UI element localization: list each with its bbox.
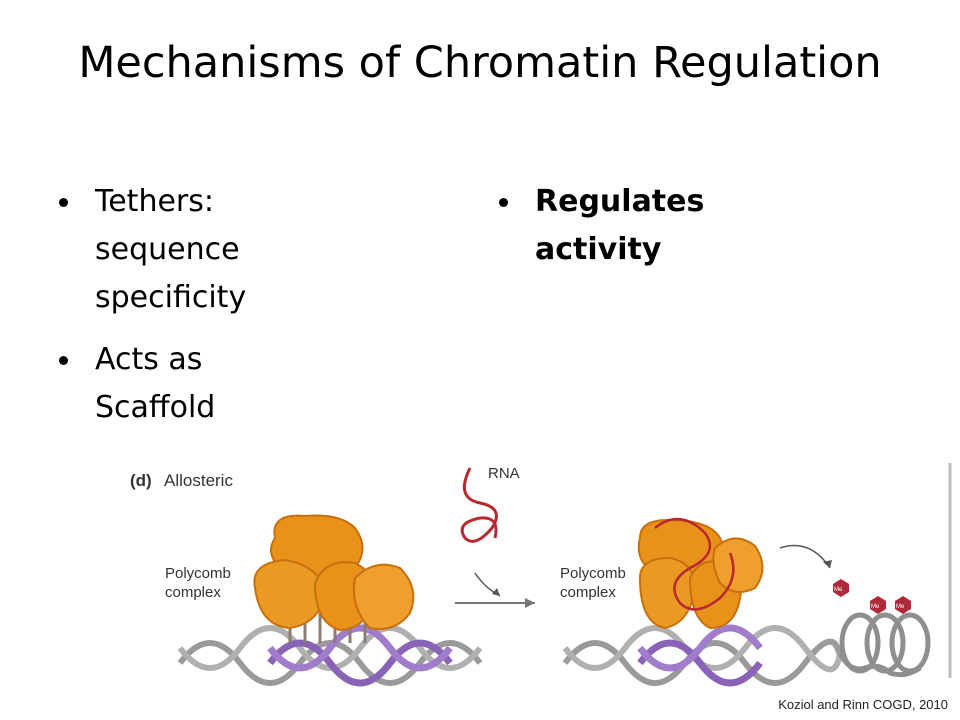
- bullet-text: Acts as: [95, 342, 203, 377]
- slide-title: Mechanisms of Chromatin Regulation: [78, 38, 882, 88]
- bullet-regulates-activity: Regulates activity: [495, 178, 785, 274]
- left-dna-helix: [177, 624, 483, 687]
- methyl-mark: [833, 579, 849, 597]
- right-complex-label: complex: [560, 584, 616, 601]
- allosteric-diagram: (d) Allosteric Polycomb complex: [130, 463, 952, 687]
- right-polycomb-complex: [637, 518, 764, 630]
- allosteric-figure: (d) Allosteric Polycomb complex: [120, 458, 955, 688]
- bullet-scaffold: Acts as Scaffold: [55, 336, 345, 432]
- methyl-mark: [870, 596, 886, 614]
- bullet-tethers: Tethers: sequence specificity: [55, 178, 345, 322]
- bullet-text: specificity: [95, 280, 247, 315]
- bullet-text: Scaffold: [95, 390, 216, 425]
- bullet-dot: [499, 198, 508, 207]
- bullet-text: Regulates: [535, 184, 705, 219]
- methyl-mark-label: Me: [871, 604, 880, 610]
- rna-label: RNA: [488, 465, 520, 482]
- bullet-text: Tethers:: [95, 184, 214, 219]
- nucleosome-coils: [837, 612, 931, 678]
- rna-strand: [460, 467, 498, 543]
- methyl-mark: [895, 596, 911, 614]
- methylation-arrow-head: [823, 560, 832, 568]
- bullet-dot: [59, 198, 68, 207]
- panel-title: Allosteric: [164, 471, 233, 490]
- left-bullet-list: Tethers: sequence specificity Acts as Sc…: [55, 178, 345, 446]
- methyl-marks: Me Me Me: [833, 579, 911, 614]
- methyl-mark-label: Me: [896, 604, 905, 610]
- bullet-text: sequence: [95, 232, 240, 267]
- citation-credit: Koziol and Rinn COGD, 2010: [778, 697, 948, 712]
- methylation-arrow: [779, 544, 831, 569]
- rna-arrow-head: [492, 588, 500, 596]
- right-complex-label: Polycomb: [560, 565, 626, 582]
- left-complex-label: complex: [165, 584, 221, 601]
- right-dna-helix: [562, 624, 843, 687]
- methyl-mark-label: Me: [834, 587, 843, 593]
- bullet-text: activity: [535, 232, 662, 267]
- panel-label: (d): [130, 471, 152, 490]
- left-complex-label: Polycomb: [165, 565, 231, 582]
- left-polycomb-complex: [253, 514, 415, 643]
- bullet-dot: [59, 356, 68, 365]
- right-bullet-list: Regulates activity: [495, 178, 785, 288]
- transition-arrow-head: [525, 598, 535, 608]
